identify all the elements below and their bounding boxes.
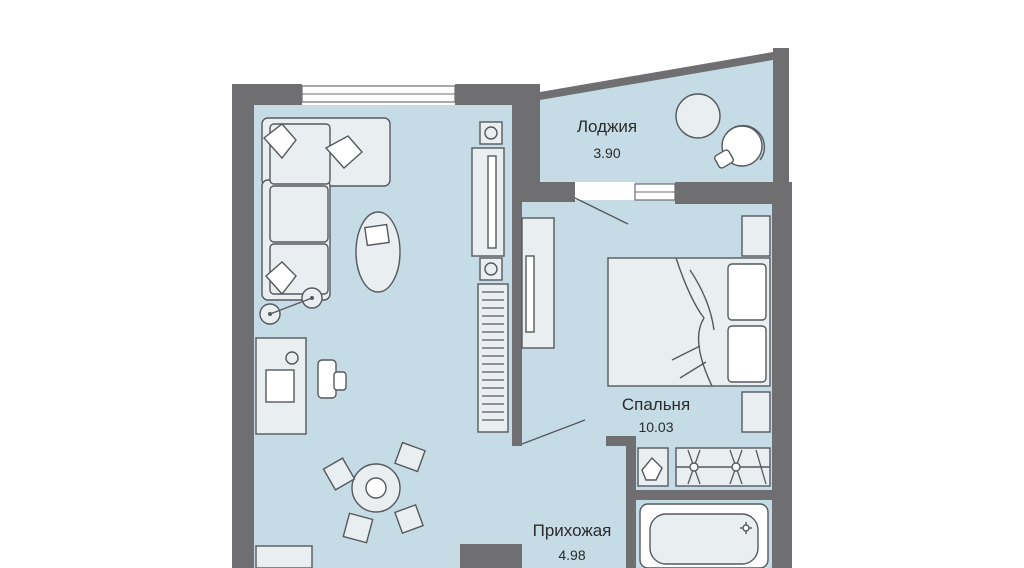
hallway-name: Прихожая [533, 521, 612, 540]
cabinet-lower [255, 545, 313, 568]
room-labels: Лоджия 3.90 Спальня 10.03 Прихожая 4.98 [533, 117, 691, 563]
desk [255, 337, 347, 435]
tv-stand [471, 121, 505, 281]
wall-hallway-stub [460, 544, 522, 568]
door-bedroom [521, 419, 586, 445]
bed [607, 257, 771, 387]
bedroom-name: Спальня [622, 395, 690, 414]
coffee-table [355, 211, 401, 293]
hallway-area: 4.98 [558, 547, 585, 563]
bathtub [639, 503, 769, 568]
loggia-furniture [675, 93, 766, 169]
bedroom-area: 10.03 [638, 419, 673, 435]
loggia-area: 3.90 [593, 145, 620, 161]
sofa [261, 117, 391, 301]
wall-bedroom-right [772, 182, 792, 568]
wardrobe [637, 447, 771, 487]
door-loggia [574, 197, 629, 225]
wall-partition-vertical [512, 200, 522, 446]
wall-left [232, 84, 254, 568]
wall-hallway-left [512, 436, 522, 446]
dining-table [322, 441, 426, 544]
wall-bedroom-top-right [675, 182, 789, 204]
nightstand-bottom [741, 391, 771, 433]
wall-loggia-slant [540, 52, 773, 100]
doors [521, 197, 629, 445]
nightstand-top [741, 215, 771, 257]
wall-wardrobe-top [606, 436, 636, 446]
loggia-floor [540, 60, 773, 195]
hallway-floor [512, 446, 632, 568]
wall-loggia-right [773, 48, 789, 188]
wall-living-loggia [512, 84, 540, 184]
windows [301, 85, 676, 201]
wall-wardrobe-left [626, 436, 636, 568]
wall-wardrobe-bottom [626, 490, 772, 500]
rocking-chair [259, 287, 323, 325]
wall-top-living [232, 84, 302, 105]
walls [232, 48, 792, 568]
bedroom-tv-unit [521, 217, 555, 349]
loggia-name: Лоджия [577, 117, 637, 136]
bookshelf [477, 283, 509, 433]
wall-loggia-bottom-left [512, 182, 575, 202]
